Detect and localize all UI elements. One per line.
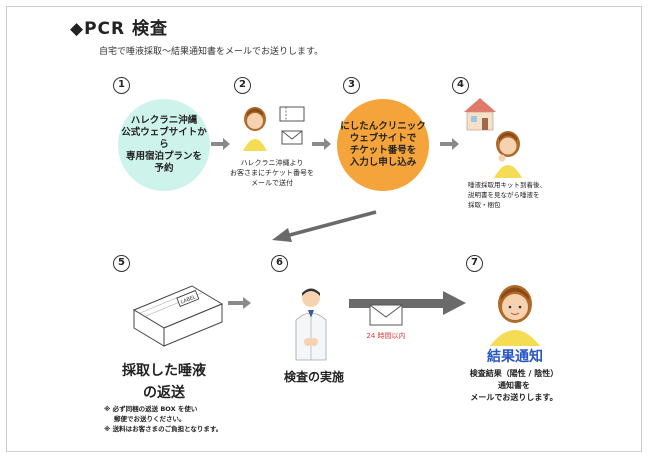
step-2-number: 2	[234, 77, 251, 94]
arrow-right-icon	[228, 297, 251, 309]
step-1-circle: ハレクラニ沖縄 公式ウェブサイトから 専用宿泊プランを 予約	[118, 99, 210, 191]
step-2-caption: ハレクラニ沖縄より お客さまにチケット番号を メールで送付	[230, 159, 314, 187]
step-7-description: 検査結果（陽性 / 陰性） 通知書を メールでお送りします。	[469, 369, 559, 402]
step-6-title: 検査の実施	[283, 370, 344, 384]
step-3-number: 3	[343, 77, 360, 94]
doctor-illustration	[295, 288, 327, 361]
big-arrow-right-icon	[349, 291, 466, 315]
step-1-number: 1	[113, 77, 130, 94]
woman-result-illustration	[490, 285, 540, 346]
mail-icon	[369, 304, 403, 326]
arrow-right-icon	[440, 138, 459, 150]
arrow-right-icon	[312, 138, 331, 150]
step-7-title: 結果通知	[487, 349, 543, 365]
step-4-caption: 唾液採取用キット到着後、 説明書を見ながら唾液を 採取・梱包	[468, 181, 546, 209]
return-box-illustration: LABEL	[132, 285, 224, 347]
step-7-number: 7	[466, 255, 483, 272]
house-and-woman-illustration	[464, 98, 522, 178]
step-5-number: 5	[113, 255, 130, 272]
step-3-circle: にしたんクリニック ウェブサイトで チケット番号を 入力し申し込み	[337, 99, 429, 191]
page-title: ◆PCR 検査	[70, 19, 169, 39]
return-arrow-icon	[272, 210, 377, 242]
step-4-number: 4	[452, 77, 469, 94]
page-subtitle: 自宅で唾液採取〜結果通知書をメールでお送りします。	[99, 47, 324, 57]
box-label: LABEL	[180, 294, 197, 306]
diamond-icon: ◆	[70, 19, 85, 39]
woman-with-ticket-illustration	[243, 106, 305, 151]
step-5-notes: ※ 必ず同梱の返送 BOX を使い 郵便でお送りください。 ※ 送料はお客さまの…	[104, 405, 223, 433]
page-frame	[6, 6, 642, 452]
arrow-right-icon	[211, 138, 230, 150]
step-5-title: 採取した唾液 の返送	[122, 363, 206, 401]
mail-time-label: 24 時間以内	[366, 332, 406, 340]
step-6-number: 6	[271, 255, 288, 272]
